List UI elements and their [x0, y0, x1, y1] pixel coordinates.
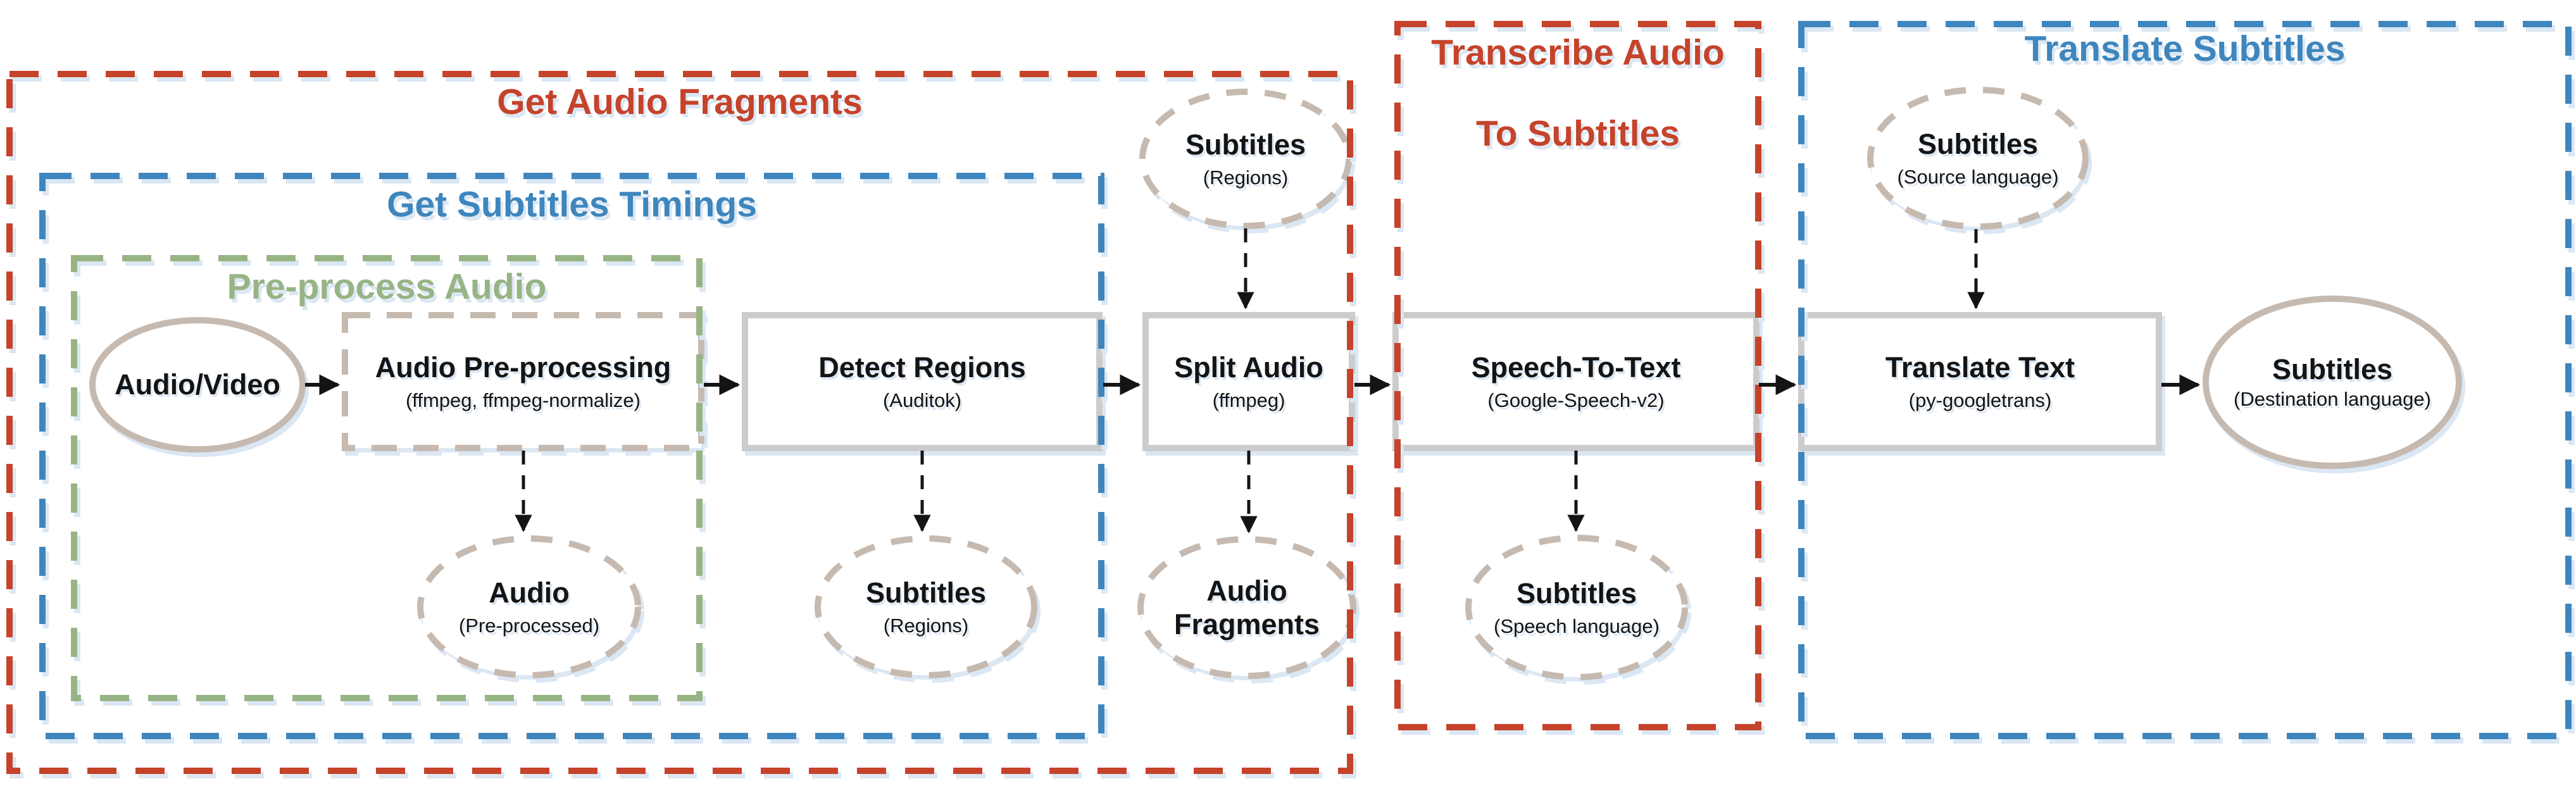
get-audio-fragments-group-box	[6, 71, 1353, 774]
audio-fragments-ellipse	[1137, 536, 1356, 679]
node-label: Audio	[1206, 574, 1287, 607]
group-title-get-subtitles-timings: Get Subtitles Timings	[387, 184, 757, 225]
split-audio-box	[1142, 312, 1355, 451]
node-label: Audio Pre-processing	[375, 351, 672, 384]
node-subtitles-regions-output: Subtitles (Regions)	[818, 539, 1034, 675]
transcribe-title-line1: Transcribe Audio	[1431, 32, 1725, 73]
node-sublabel: (Speech language)	[1494, 614, 1660, 637]
node-label: Speech-To-Text	[1471, 351, 1681, 384]
node-sublabel: (Regions)	[1203, 166, 1289, 189]
node-sublabel: (Google-Speech-v2)	[1487, 389, 1665, 411]
node-detect-regions: Detect Regions (Auditok)	[745, 315, 1099, 448]
node-label: Subtitles	[2272, 353, 2393, 386]
node-audio-preprocessed: Audio (Pre-processed)	[420, 539, 638, 675]
node-label: Subtitles	[1185, 128, 1306, 161]
speech-to-text-box	[1392, 312, 1760, 451]
node-translate-text: Translate Text (py-googletrans)	[1801, 315, 2159, 448]
node-subtitles-destination-language: Subtitles (Destination language)	[2206, 300, 2459, 465]
node-sublabel: (py-googletrans)	[1908, 389, 2052, 411]
node-audio-preprocessing: Audio Pre-processing (ffmpeg, ffmpeg-nor…	[345, 315, 701, 448]
audio-video-ellipse	[89, 317, 306, 452]
node-sublabel: (ffmpeg)	[1212, 389, 1285, 411]
group-title-transcribe-audio: Transcribe Audio To Subtitles	[1397, 32, 1758, 154]
node-label: Audio/Video	[115, 368, 280, 401]
subtitles-destination-language-ellipse	[2203, 296, 2462, 469]
node-label: Audio	[489, 576, 570, 609]
node-label: Detect Regions	[818, 351, 1026, 384]
group-title-pre-process-audio: Pre-process Audio	[227, 266, 547, 307]
node-sublabel: (ffmpeg, ffmpeg-normalize)	[405, 389, 641, 411]
node-label: Subtitles	[1516, 577, 1637, 609]
transcribe-title-line2: To Subtitles	[1476, 113, 1680, 154]
audio-preprocessed-ellipse	[417, 535, 641, 678]
subtitles-regions-output-ellipse	[815, 535, 1037, 678]
node-audio-video: Audio/Video	[92, 320, 303, 449]
node-sublabel: (Source language)	[1897, 165, 2059, 188]
node-audio-fragments: Audio Fragments	[1141, 539, 1353, 676]
node-sublabel: (Auditok)	[882, 389, 962, 411]
translate-subtitles-group-box	[1798, 21, 2572, 739]
node-subtitles-speech-language: Subtitles (Speech language)	[1468, 538, 1685, 677]
subtitles-speech-language-ellipse	[1465, 535, 1688, 680]
node-split-audio: Split Audio (ffmpeg)	[1146, 315, 1352, 448]
node-label: Subtitles	[865, 576, 987, 609]
subtitles-regions-input-ellipse	[1139, 89, 1352, 229]
node-subtitles-source-language: Subtitles (Source language)	[1870, 90, 2085, 227]
node-subtitles-regions-input: Subtitles (Regions)	[1142, 92, 1349, 226]
node-label: Split Audio	[1174, 351, 1323, 384]
node-label-line2: Fragments	[1173, 608, 1320, 640]
node-label: Subtitles	[1917, 127, 2039, 160]
pre-process-audio-group-box	[71, 255, 703, 701]
node-sublabel: (Regions)	[883, 614, 969, 637]
node-speech-to-text: Speech-To-Text (Google-Speech-v2)	[1396, 315, 1756, 448]
group-title-translate-subtitles: Translate Subtitles	[2024, 28, 2346, 69]
get-subtitles-timings-group-box	[39, 173, 1104, 739]
node-label: Translate Text	[1885, 351, 2075, 384]
node-sublabel: (Pre-processed)	[458, 614, 600, 637]
group-title-get-audio-fragments: Get Audio Fragments	[497, 82, 863, 122]
node-sublabel: (Destination language)	[2234, 388, 2431, 411]
subtitles-source-language-ellipse	[1867, 87, 2089, 230]
